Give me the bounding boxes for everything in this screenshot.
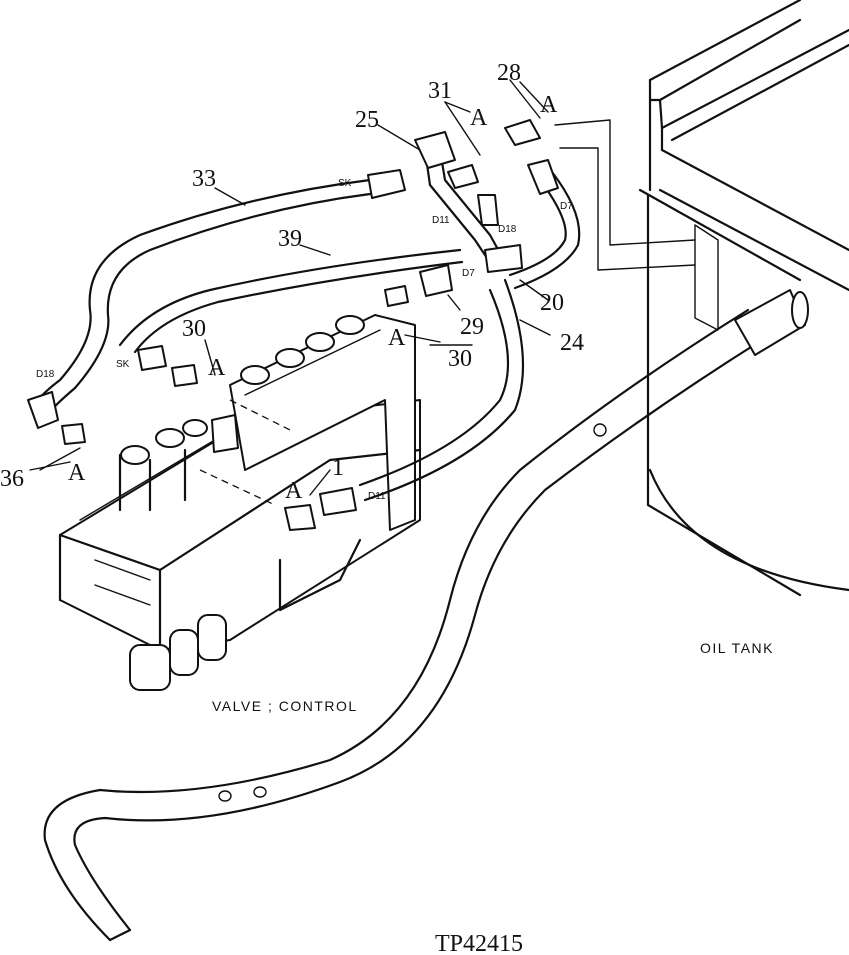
port-marker-a-30-right: A xyxy=(388,325,406,351)
port-marker-a-36: A xyxy=(68,460,86,486)
port-marker-a-28: A xyxy=(540,92,558,118)
callout-39: 39 xyxy=(278,226,302,252)
port-marker-a-1: A xyxy=(285,478,303,504)
hose-tag-d11-bottom: D11 xyxy=(368,491,386,502)
hose-tag-d18-left: D18 xyxy=(36,369,55,380)
callouts: 25 31 28 33 39 30 30 29 20 24 36 1 xyxy=(0,60,584,492)
hose-d7 xyxy=(508,159,581,290)
port-marker-a-30-left: A xyxy=(208,355,226,381)
fittings xyxy=(61,119,696,531)
callout-36: 36 xyxy=(0,466,24,492)
oil-tank xyxy=(638,0,849,597)
hose-tag-d7-mid: D7 xyxy=(462,268,475,279)
hose-tag-d18-top: D18 xyxy=(498,224,517,235)
callout-28: 28 xyxy=(497,60,521,86)
hose-tag-sk-left: SK xyxy=(116,359,130,370)
callout-31: 31 xyxy=(428,78,452,104)
control-valve-block xyxy=(58,314,422,691)
callout-30-left: 30 xyxy=(182,316,206,342)
callout-24: 24 xyxy=(560,330,584,356)
callout-29: 29 xyxy=(460,314,484,340)
figure-id: TP42415 xyxy=(435,931,523,955)
tank-label: OIL TANK xyxy=(700,640,774,656)
port-markers: A A A A A A xyxy=(68,92,558,504)
hose-tag-sk-33: SK xyxy=(338,178,352,189)
callout-30-right: 30 xyxy=(448,346,472,372)
suction-hose xyxy=(43,289,809,942)
leader-lines xyxy=(29,79,551,496)
hose-tag-d7-top: D7 xyxy=(560,201,573,212)
port-marker-a-31: A xyxy=(470,105,488,131)
callout-25: 25 xyxy=(355,107,379,133)
hose-tag-d11-top: D11 xyxy=(432,215,450,226)
hose-33 xyxy=(27,169,406,429)
hose-tags: SK SK D11 D18 D7 D7 D18 D11 xyxy=(36,178,573,502)
valve-label: VALVE ; CONTROL xyxy=(212,698,358,714)
callout-20: 20 xyxy=(540,290,564,316)
hose-39 xyxy=(118,248,464,354)
hose-24 xyxy=(358,278,525,502)
callout-1: 1 xyxy=(332,455,344,481)
callout-33: 33 xyxy=(192,166,216,192)
